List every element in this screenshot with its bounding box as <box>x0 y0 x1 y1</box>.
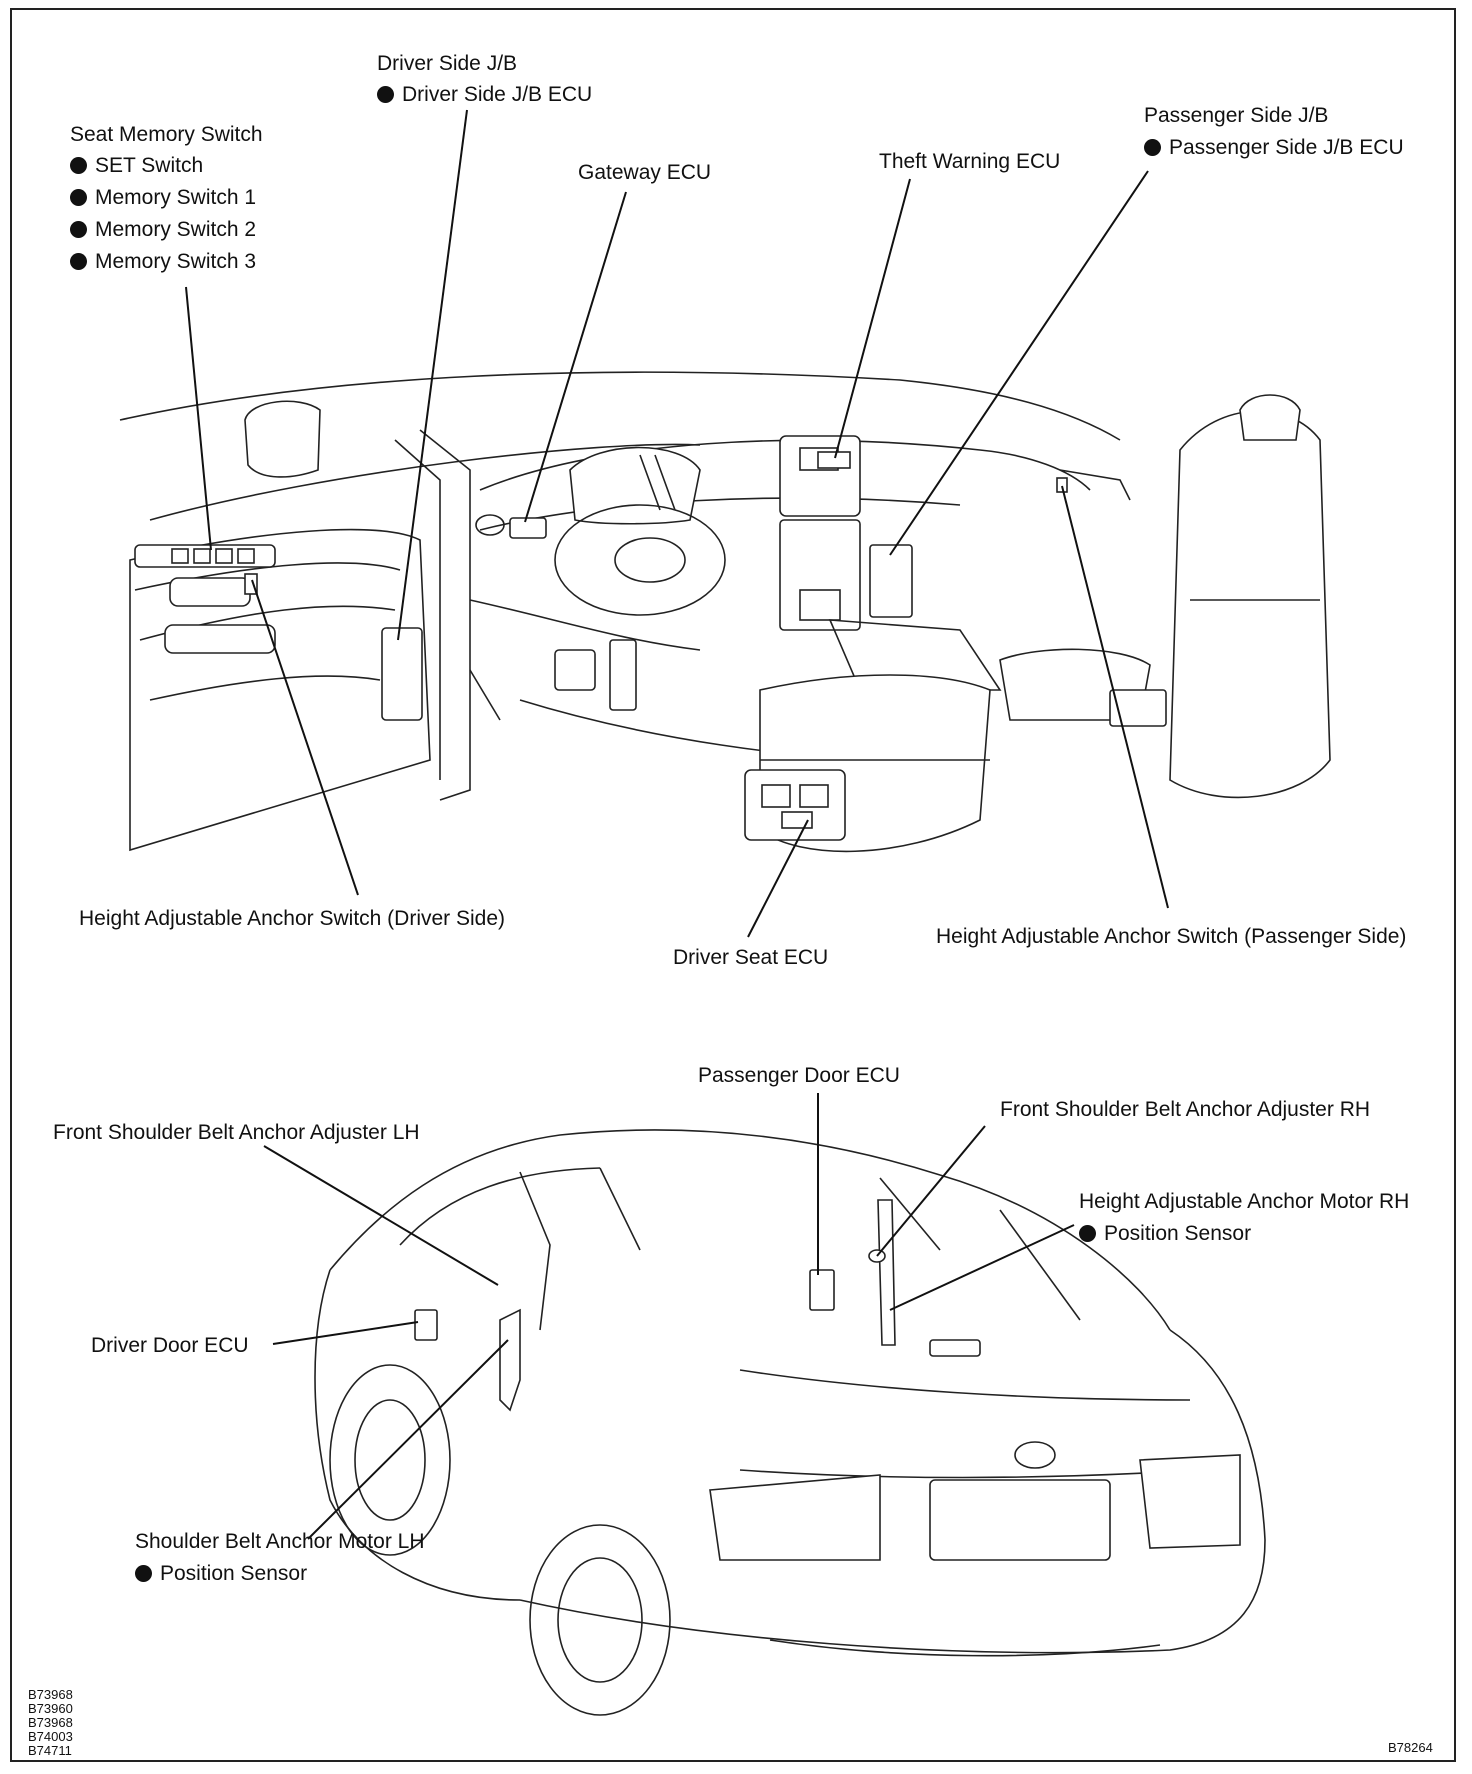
bullet-icon <box>135 1565 152 1582</box>
bullet-icon <box>1144 139 1161 156</box>
label-position-sensor-rh: Position Sensor <box>1079 1218 1251 1250</box>
bullet-icon <box>70 253 87 270</box>
label-gateway-ecu: Gateway ECU <box>578 161 712 184</box>
figure-code: B74003 <box>28 1729 73 1744</box>
bullet-icon <box>70 221 87 238</box>
label-set-switch: SET Switch <box>70 150 203 182</box>
label-height-anchor-switch-passenger: Height Adjustable Anchor Switch (Passeng… <box>936 925 1407 948</box>
label-seat-memory-switch: Seat Memory Switch <box>70 123 263 146</box>
label-text: Position Sensor <box>160 1562 308 1585</box>
figure-code: B73960 <box>28 1701 73 1716</box>
label-driver-door-ecu: Driver Door ECU <box>91 1334 249 1357</box>
label-front-belt-adjuster-lh: Front Shoulder Belt Anchor Adjuster LH <box>53 1121 420 1144</box>
label-driver-jb-ecu: Driver Side J/B ECU <box>377 79 592 111</box>
interior-view <box>119 371 1331 853</box>
bullet-icon <box>70 189 87 206</box>
top-leader-lines <box>185 109 1169 938</box>
label-passenger-jb: Passenger Side J/B <box>1144 104 1329 127</box>
label-passenger-jb-ecu: Passenger Side J/B ECU <box>1144 132 1404 164</box>
label-text: Memory Switch 2 <box>95 218 257 241</box>
label-shoulder-belt-motor-lh: Shoulder Belt Anchor Motor LH <box>135 1530 425 1553</box>
label-passenger-door-ecu: Passenger Door ECU <box>698 1064 900 1087</box>
figure-code: B73968 <box>28 1715 73 1730</box>
label-text: Position Sensor <box>1104 1222 1252 1245</box>
label-position-sensor-lh: Position Sensor <box>135 1558 307 1590</box>
label-memory-switch-3: Memory Switch 3 <box>70 246 256 278</box>
bullet-icon <box>70 157 87 174</box>
label-height-anchor-motor-rh: Height Adjustable Anchor Motor RH <box>1079 1190 1410 1213</box>
label-text: Passenger Side J/B ECU <box>1169 136 1404 159</box>
bullet-icon <box>1079 1225 1096 1242</box>
label-theft-warning-ecu: Theft Warning ECU <box>879 150 1061 173</box>
label-height-anchor-switch-driver: Height Adjustable Anchor Switch (Driver … <box>79 907 506 930</box>
label-text: Driver Side J/B ECU <box>402 83 593 106</box>
bullet-icon <box>377 86 394 103</box>
figure-code: B73968 <box>28 1687 73 1702</box>
figure-code-right: B78264 <box>1388 1740 1433 1755</box>
label-memory-switch-1: Memory Switch 1 <box>70 182 256 214</box>
label-text: Memory Switch 1 <box>95 186 257 209</box>
label-text: Memory Switch 3 <box>95 250 257 273</box>
car-view <box>314 1129 1266 1716</box>
diagram-frame <box>10 8 1456 1762</box>
figure-code: B74711 <box>28 1743 72 1758</box>
label-text: SET Switch <box>95 154 204 177</box>
label-front-belt-adjuster-rh: Front Shoulder Belt Anchor Adjuster RH <box>1000 1098 1371 1121</box>
bottom-leader-lines <box>263 1093 1075 1540</box>
label-driver-seat-ecu: Driver Seat ECU <box>673 946 829 969</box>
label-memory-switch-2: Memory Switch 2 <box>70 214 256 246</box>
label-driver-jb: Driver Side J/B <box>377 52 518 75</box>
